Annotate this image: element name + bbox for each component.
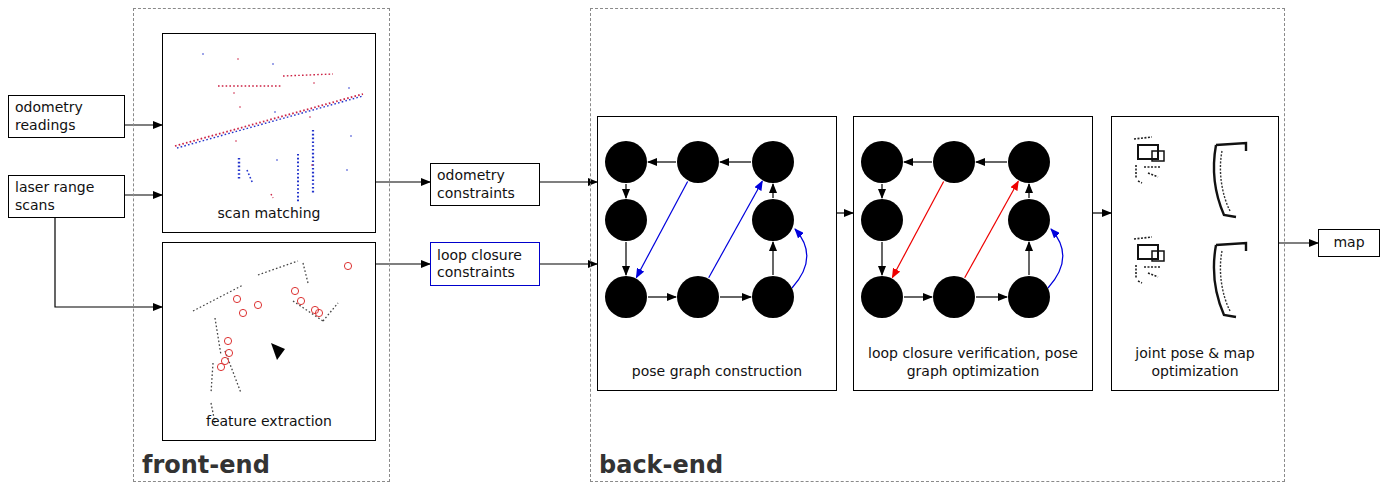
- flow-arrow: [376, 263, 430, 264]
- stage-group: back-end pose graph construction loop clos…: [590, 8, 1285, 482]
- stage-group: front-end scan matching feature extraction: [133, 8, 390, 482]
- input-box: odometry readings: [8, 95, 125, 138]
- flow-arrow: [540, 263, 597, 264]
- process-panel: pose graph construction: [597, 116, 837, 391]
- node-label: laser range scans: [15, 179, 118, 214]
- node-label: joint pose & map optimization: [1118, 344, 1272, 380]
- flow-arrow: [376, 181, 430, 182]
- node-label: feature extraction: [206, 412, 332, 430]
- flow-arrow: [837, 212, 853, 213]
- constraint-box: odometry constraints: [430, 163, 540, 206]
- input-box: laser range scans: [8, 175, 125, 218]
- illustration: [163, 34, 375, 232]
- flow-arrow: [540, 181, 597, 182]
- illustration: [163, 243, 375, 440]
- illustration: [598, 117, 836, 390]
- flow-arrow: [55, 218, 162, 307]
- node-label: back-end: [599, 451, 1276, 479]
- node-label: loop closure constraints: [437, 247, 533, 282]
- node-label: scan matching: [218, 204, 321, 222]
- process-panel: loop closure verification, pose graph op…: [853, 116, 1093, 391]
- process-panel: feature extraction: [162, 242, 376, 441]
- node-label: odometry readings: [15, 99, 118, 134]
- node-label: odometry constraints: [437, 167, 533, 202]
- process-panel: scan matching: [162, 33, 376, 233]
- constraint-box: loop closure constraints: [430, 242, 540, 286]
- output-box: map: [1318, 229, 1380, 257]
- flow-arrow: [125, 194, 162, 195]
- flow-arrow: [1093, 212, 1111, 213]
- node-label: front-end: [142, 451, 381, 479]
- process-panel: joint pose & map optimization: [1111, 116, 1279, 391]
- node-label: loop closure verification, pose graph op…: [860, 344, 1086, 380]
- flow-arrow: [125, 124, 162, 125]
- node-label: map: [1333, 234, 1364, 252]
- node-label: pose graph construction: [632, 362, 802, 380]
